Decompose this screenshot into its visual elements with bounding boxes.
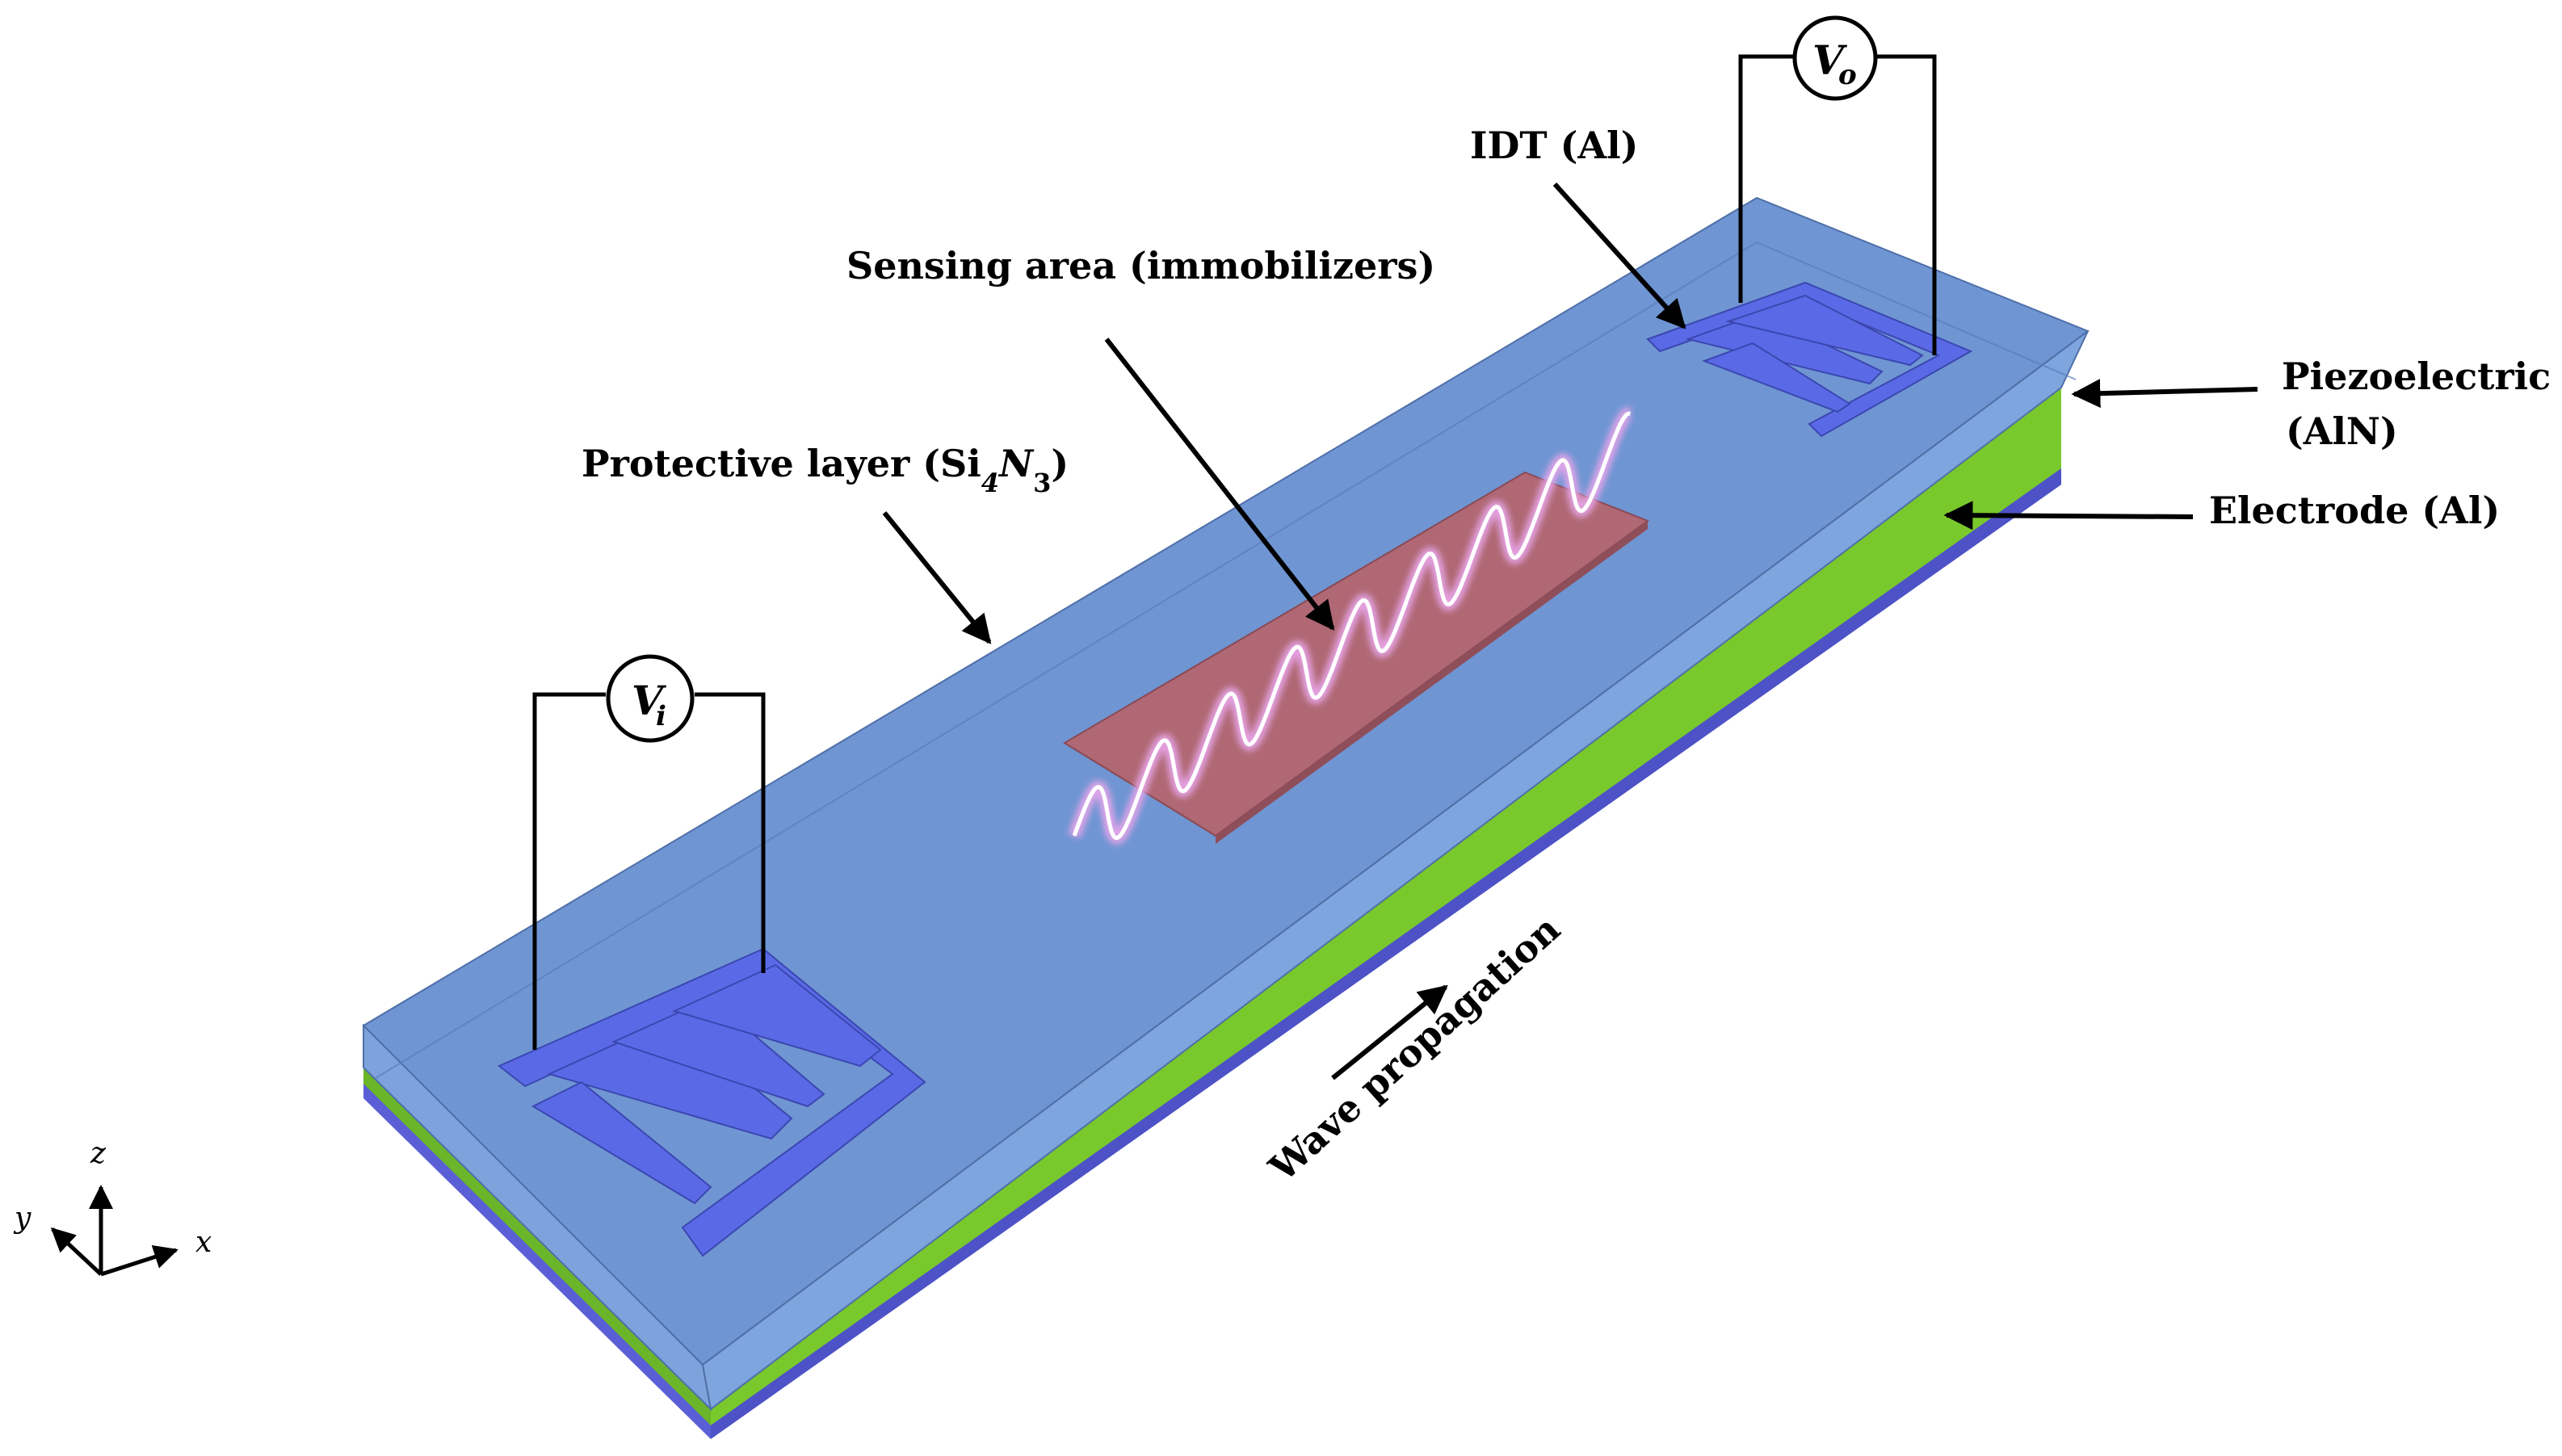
piezoelectric-label-line1: Piezoelectric — [2282, 355, 2551, 398]
wave-propagation-arrow — [1331, 984, 1448, 1080]
output-voltage-source — [1792, 15, 1878, 101]
electrode-callout: Electrode (Al) — [1943, 489, 2500, 532]
surface-acoustic-wave — [1068, 406, 1632, 845]
piezoelectric-pointer-arrow — [2071, 379, 2258, 409]
z-axis-label: z — [90, 1137, 107, 1170]
piezoelectric-label-line2: (AlN) — [2286, 409, 2398, 453]
piezoelectric-layer — [363, 388, 2061, 1425]
protective-layer-label: Protective layer (Si4N3) — [582, 442, 1069, 498]
input-voltage-subscript: i — [656, 700, 666, 732]
input-idt — [498, 947, 926, 1257]
output-voltage-circuit: V o — [1738, 15, 1937, 355]
protective-layer-callout: Protective layer (Si4N3) — [582, 442, 1069, 644]
output-voltage-subscript: o — [1838, 59, 1857, 91]
output-voltage-symbol: V — [1812, 36, 1848, 84]
electrode-pointer-arrow — [1943, 501, 2194, 531]
idt-label: IDT (Al) — [1470, 124, 1638, 167]
sensing-area-callout: Sensing area (immobilizers) — [846, 244, 1435, 631]
idt-callout: IDT (Al) — [1470, 124, 1686, 329]
piezoelectric-callout: Piezoelectric (AlN) — [2071, 355, 2551, 453]
x-axis-label: x — [195, 1226, 212, 1259]
electrode-label: Electrode (Al) — [2209, 489, 2500, 532]
coordinate-axes: z x y — [13, 1137, 212, 1277]
y-axis-arrow — [50, 1227, 103, 1276]
sensing-area-pointer-arrow — [1104, 338, 1335, 631]
y-axis-label: y — [13, 1202, 32, 1235]
idt-pointer-arrow — [1552, 182, 1686, 329]
output-idt — [1646, 281, 1973, 438]
x-axis-arrow — [100, 1245, 178, 1277]
input-voltage-circuit: V i — [532, 654, 766, 1050]
input-voltage-source — [606, 654, 695, 743]
sensing-area-label: Sensing area (immobilizers) — [846, 244, 1435, 287]
input-voltage-symbol: V — [632, 677, 667, 724]
protective-layer-pointer-arrow — [882, 511, 992, 644]
